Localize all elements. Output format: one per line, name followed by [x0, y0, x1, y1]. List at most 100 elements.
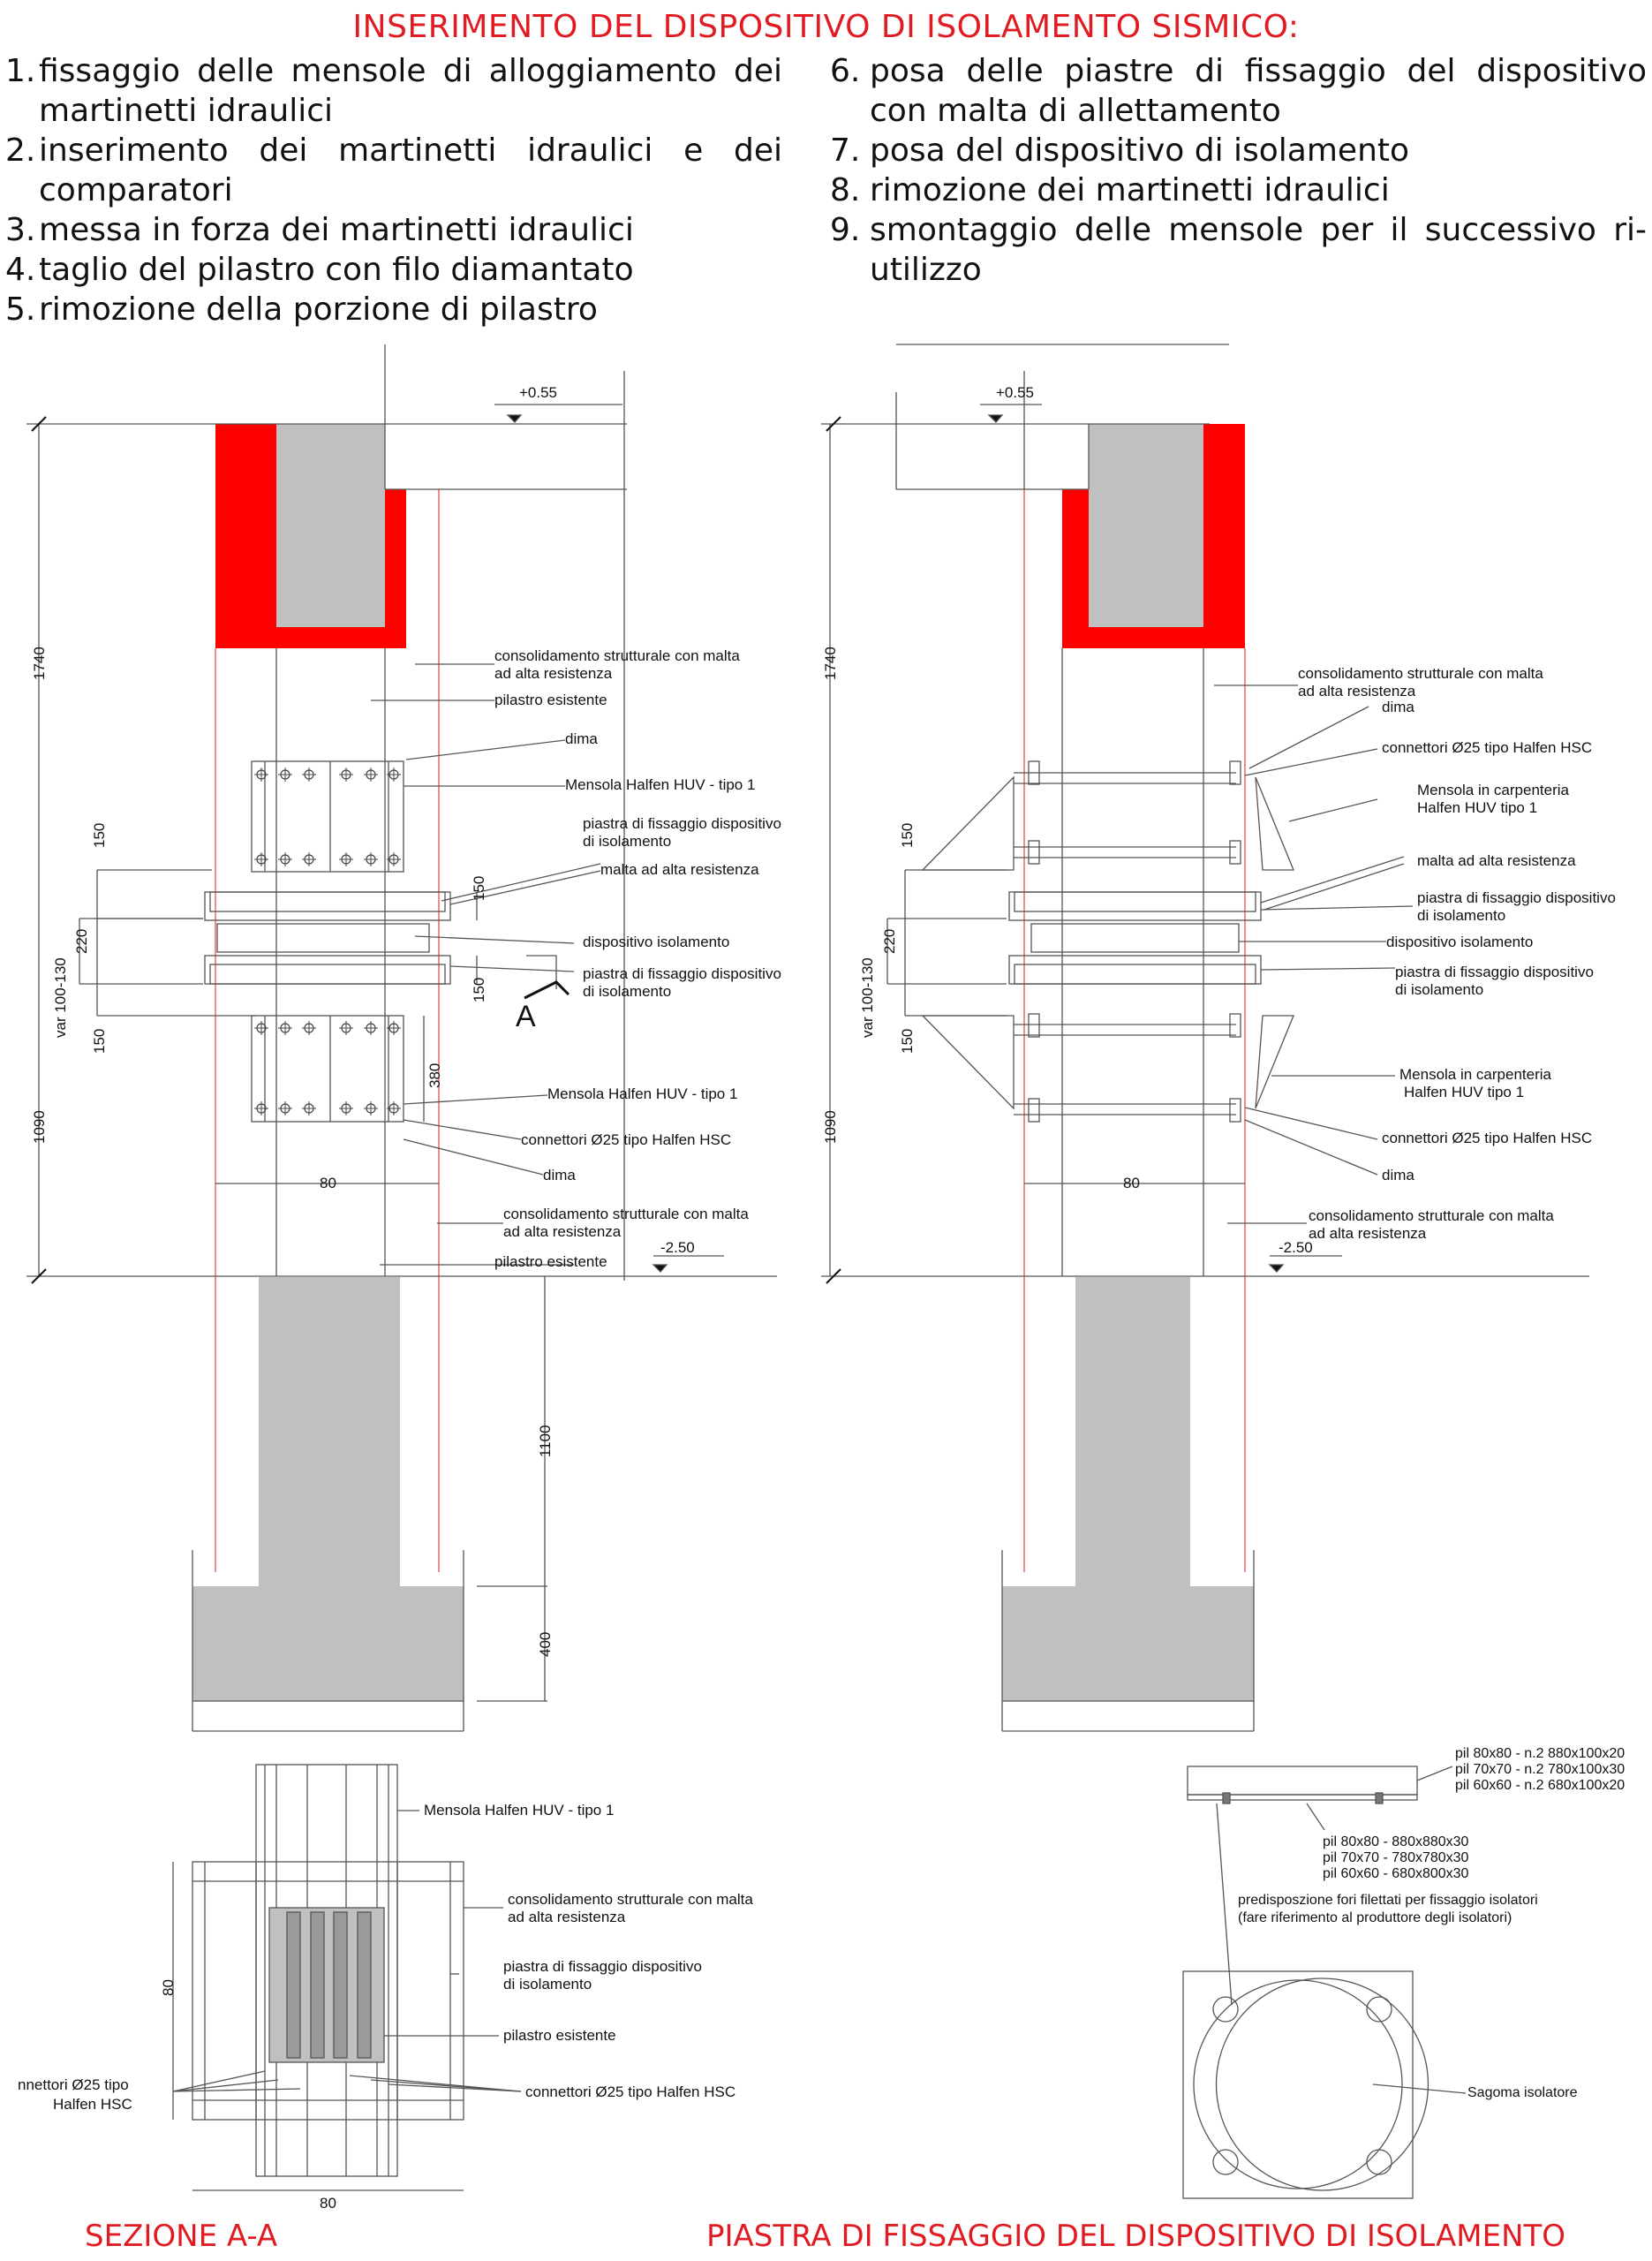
label-consolidamento: consolidamento strutturale con malta	[494, 647, 740, 664]
label-consolidamento-2: ad alta resistenza	[494, 665, 613, 682]
dim-var-right: var 100-130	[859, 957, 876, 1038]
step-text: taglio del pilastro con filo diamantato	[39, 252, 634, 288]
label-piastra-2: di isolamento	[583, 833, 671, 850]
dim-150-b-right: 150	[899, 1029, 916, 1054]
step-item: 2.inserimento dei martinetti idraulici e…	[5, 131, 782, 210]
steel-bracket-lower-right	[1255, 1015, 1294, 1109]
label-pilastro-2: pilastro esistente	[494, 1253, 607, 1270]
dim-150-a-right: 150	[899, 823, 916, 848]
caption-section-a-a: SEZIONE A-A	[85, 2219, 278, 2254]
label-mensola-2: Mensola Halfen HUV - tipo 1	[547, 1085, 737, 1102]
dim-220: 220	[73, 929, 90, 954]
step-number: 7.	[830, 132, 861, 169]
dim-380: 380	[426, 1063, 443, 1088]
step-item: 3.messa in forza dei martinetti idraulic…	[5, 210, 782, 250]
steps-list-left: 1.fissaggio delle mensole di alloggiamen…	[5, 51, 782, 329]
label-malta-right: malta ad alta resistenza	[1417, 852, 1576, 869]
label-mensola-right: Mensola in carpenteria	[1417, 782, 1570, 798]
label-consolidamento-plan: consolidamento strutturale con malta	[508, 1891, 753, 1908]
step-item: 9.smontaggio delle mensole per il succes…	[830, 210, 1647, 290]
label-connettori-plan-left: nnettori Ø25 tipo	[18, 2076, 129, 2093]
label-holes: predisposzione fori filettati per fissag…	[1238, 1893, 1538, 1908]
step-item: 6.posa delle piastre di fissaggio del di…	[830, 51, 1647, 131]
halfen-bracket-upper-left	[251, 760, 404, 873]
section-mark-a: A	[516, 1000, 536, 1033]
label-plate-2: pil 70x70 - 780x780x30	[1323, 1850, 1469, 1865]
label-mensola-right-2: Halfen HUV tipo 1	[1417, 799, 1537, 816]
label-piastra-b: piastra di fissaggio dispositivo	[583, 965, 781, 982]
label-malta: malta ad alta resistenza	[600, 861, 759, 878]
step-number: 4.	[5, 252, 36, 288]
right-elevation-text: +0.55 -2.50 1740 1090 150 220 var 100-13…	[822, 384, 1616, 1256]
label-piastra-right: piastra di fissaggio dispositivo	[1417, 889, 1616, 906]
label-connettori-right-2: connettori Ø25 tipo Halfen HSC	[1382, 1130, 1592, 1146]
steel-bracket-upper-left	[921, 775, 1015, 871]
plan-section-a-a	[172, 1764, 522, 2191]
step-item: 4.taglio del pilastro con filo diamantat…	[5, 250, 782, 290]
step-text: rimozione dei martinetti idraulici	[870, 172, 1390, 208]
caption-plate-detail: PIASTRA DI FISSAGGIO DEL DISPOSITIVO DI …	[706, 2219, 1566, 2254]
step-number: 2.	[5, 132, 36, 169]
label-pilastro: pilastro esistente	[494, 692, 607, 708]
step-number: 9.	[830, 212, 861, 248]
dim-80-right: 80	[1123, 1175, 1140, 1191]
plan-section-text: 80 80 Mensola Halfen HUV - tipo 1 consol…	[18, 1802, 753, 2212]
dim-80: 80	[320, 1175, 336, 1191]
foundation-column-left	[259, 1277, 400, 1586]
label-sagoma: Sagoma isolatore	[1467, 2085, 1578, 2100]
step-text: messa in forza dei martinetti idraulici	[39, 212, 634, 248]
level-bottom-label-right: -2.50	[1279, 1239, 1313, 1256]
label-piastra-b-2: di isolamento	[583, 983, 671, 1000]
label-mensola: Mensola Halfen HUV - tipo 1	[565, 776, 755, 793]
label-connettori-right: connettori Ø25 tipo Halfen HSC	[1382, 739, 1592, 756]
dim-80-plan-h: 80	[320, 2195, 336, 2212]
left-elevation	[26, 344, 777, 1732]
label-mensola-b-right: Mensola in carpenteria	[1399, 1066, 1552, 1083]
step-item: 8.rimozione dei martinetti idraulici	[830, 170, 1647, 210]
label-plate-side-3: pil 60x60 - n.2 680x100x20	[1455, 1778, 1625, 1793]
label-consolidamento-b-2: ad alta resistenza	[503, 1223, 622, 1240]
label-dima-right-2: dima	[1382, 1167, 1414, 1183]
step-number: 6.	[830, 53, 861, 89]
step-text: smontaggio delle mensole per il successi…	[870, 212, 1647, 288]
step-number: 3.	[5, 212, 36, 248]
level-top-label: +0.55	[519, 384, 557, 401]
dim-1100: 1100	[537, 1425, 554, 1457]
step-item: 1.fissaggio delle mensole di alloggiamen…	[5, 51, 782, 131]
label-mensola-plan: Mensola Halfen HUV - tipo 1	[424, 1802, 614, 1819]
halfen-bracket-lower-left	[251, 1015, 404, 1123]
step-text: inserimento dei martinetti idraulici e d…	[39, 132, 782, 208]
label-dispositivo-right: dispositivo isolamento	[1386, 934, 1533, 950]
label-consolidamento-b: consolidamento strutturale con malta	[503, 1206, 749, 1222]
label-piastra-b-right-2: di isolamento	[1395, 981, 1483, 998]
dim-400: 400	[537, 1632, 554, 1657]
step-number: 1.	[5, 53, 36, 89]
label-piastra-plan: piastra di fissaggio dispositivo	[503, 1958, 702, 1975]
label-plate-3: pil 60x60 - 680x800x30	[1323, 1866, 1469, 1881]
label-consolidamento-b-right-2: ad alta resistenza	[1309, 1225, 1427, 1242]
isolator-outline	[1215, 1977, 1429, 2191]
label-dima-2: dima	[543, 1167, 576, 1183]
label-piastra: piastra di fissaggio dispositivo	[583, 815, 781, 832]
step-number: 5.	[5, 291, 36, 328]
label-connettori-plan-right: connettori Ø25 tipo Halfen HSC	[525, 2083, 735, 2100]
step-item: 5.rimozione della porzione di pilastro	[5, 290, 782, 329]
plate-detail-text: pil 80x80 - n.2 880x100x20 pil 70x70 - n…	[1238, 1746, 1625, 2100]
foundation-footing-left	[192, 1586, 464, 1701]
label-dima-right: dima	[1382, 699, 1414, 715]
step-text: posa delle piastre di fissaggio del disp…	[870, 53, 1647, 129]
level-top-label-right: +0.55	[996, 384, 1034, 401]
right-elevation	[821, 344, 1589, 1732]
steps-list-right: 6.posa delle piastre di fissaggio del di…	[830, 51, 1647, 290]
plate-detail	[1182, 1766, 1467, 2199]
dim-220-right: 220	[881, 929, 898, 954]
label-plate-1: pil 80x80 - 880x880x30	[1323, 1834, 1469, 1849]
label-piastra-plan-2: di isolamento	[503, 1976, 592, 1993]
dim-150-d: 150	[471, 978, 487, 1002]
label-connettori-plan-left-2: Halfen HSC	[53, 2096, 132, 2113]
label-consolidamento-b-right: consolidamento strutturale con malta	[1309, 1207, 1554, 1224]
label-consolidamento-plan-2: ad alta resistenza	[508, 1909, 626, 1925]
dim-1090: 1090	[31, 1110, 48, 1144]
label-piastra-right-2: di isolamento	[1417, 907, 1505, 924]
step-item: 7.posa del dispositivo di isolamento	[830, 131, 1647, 170]
